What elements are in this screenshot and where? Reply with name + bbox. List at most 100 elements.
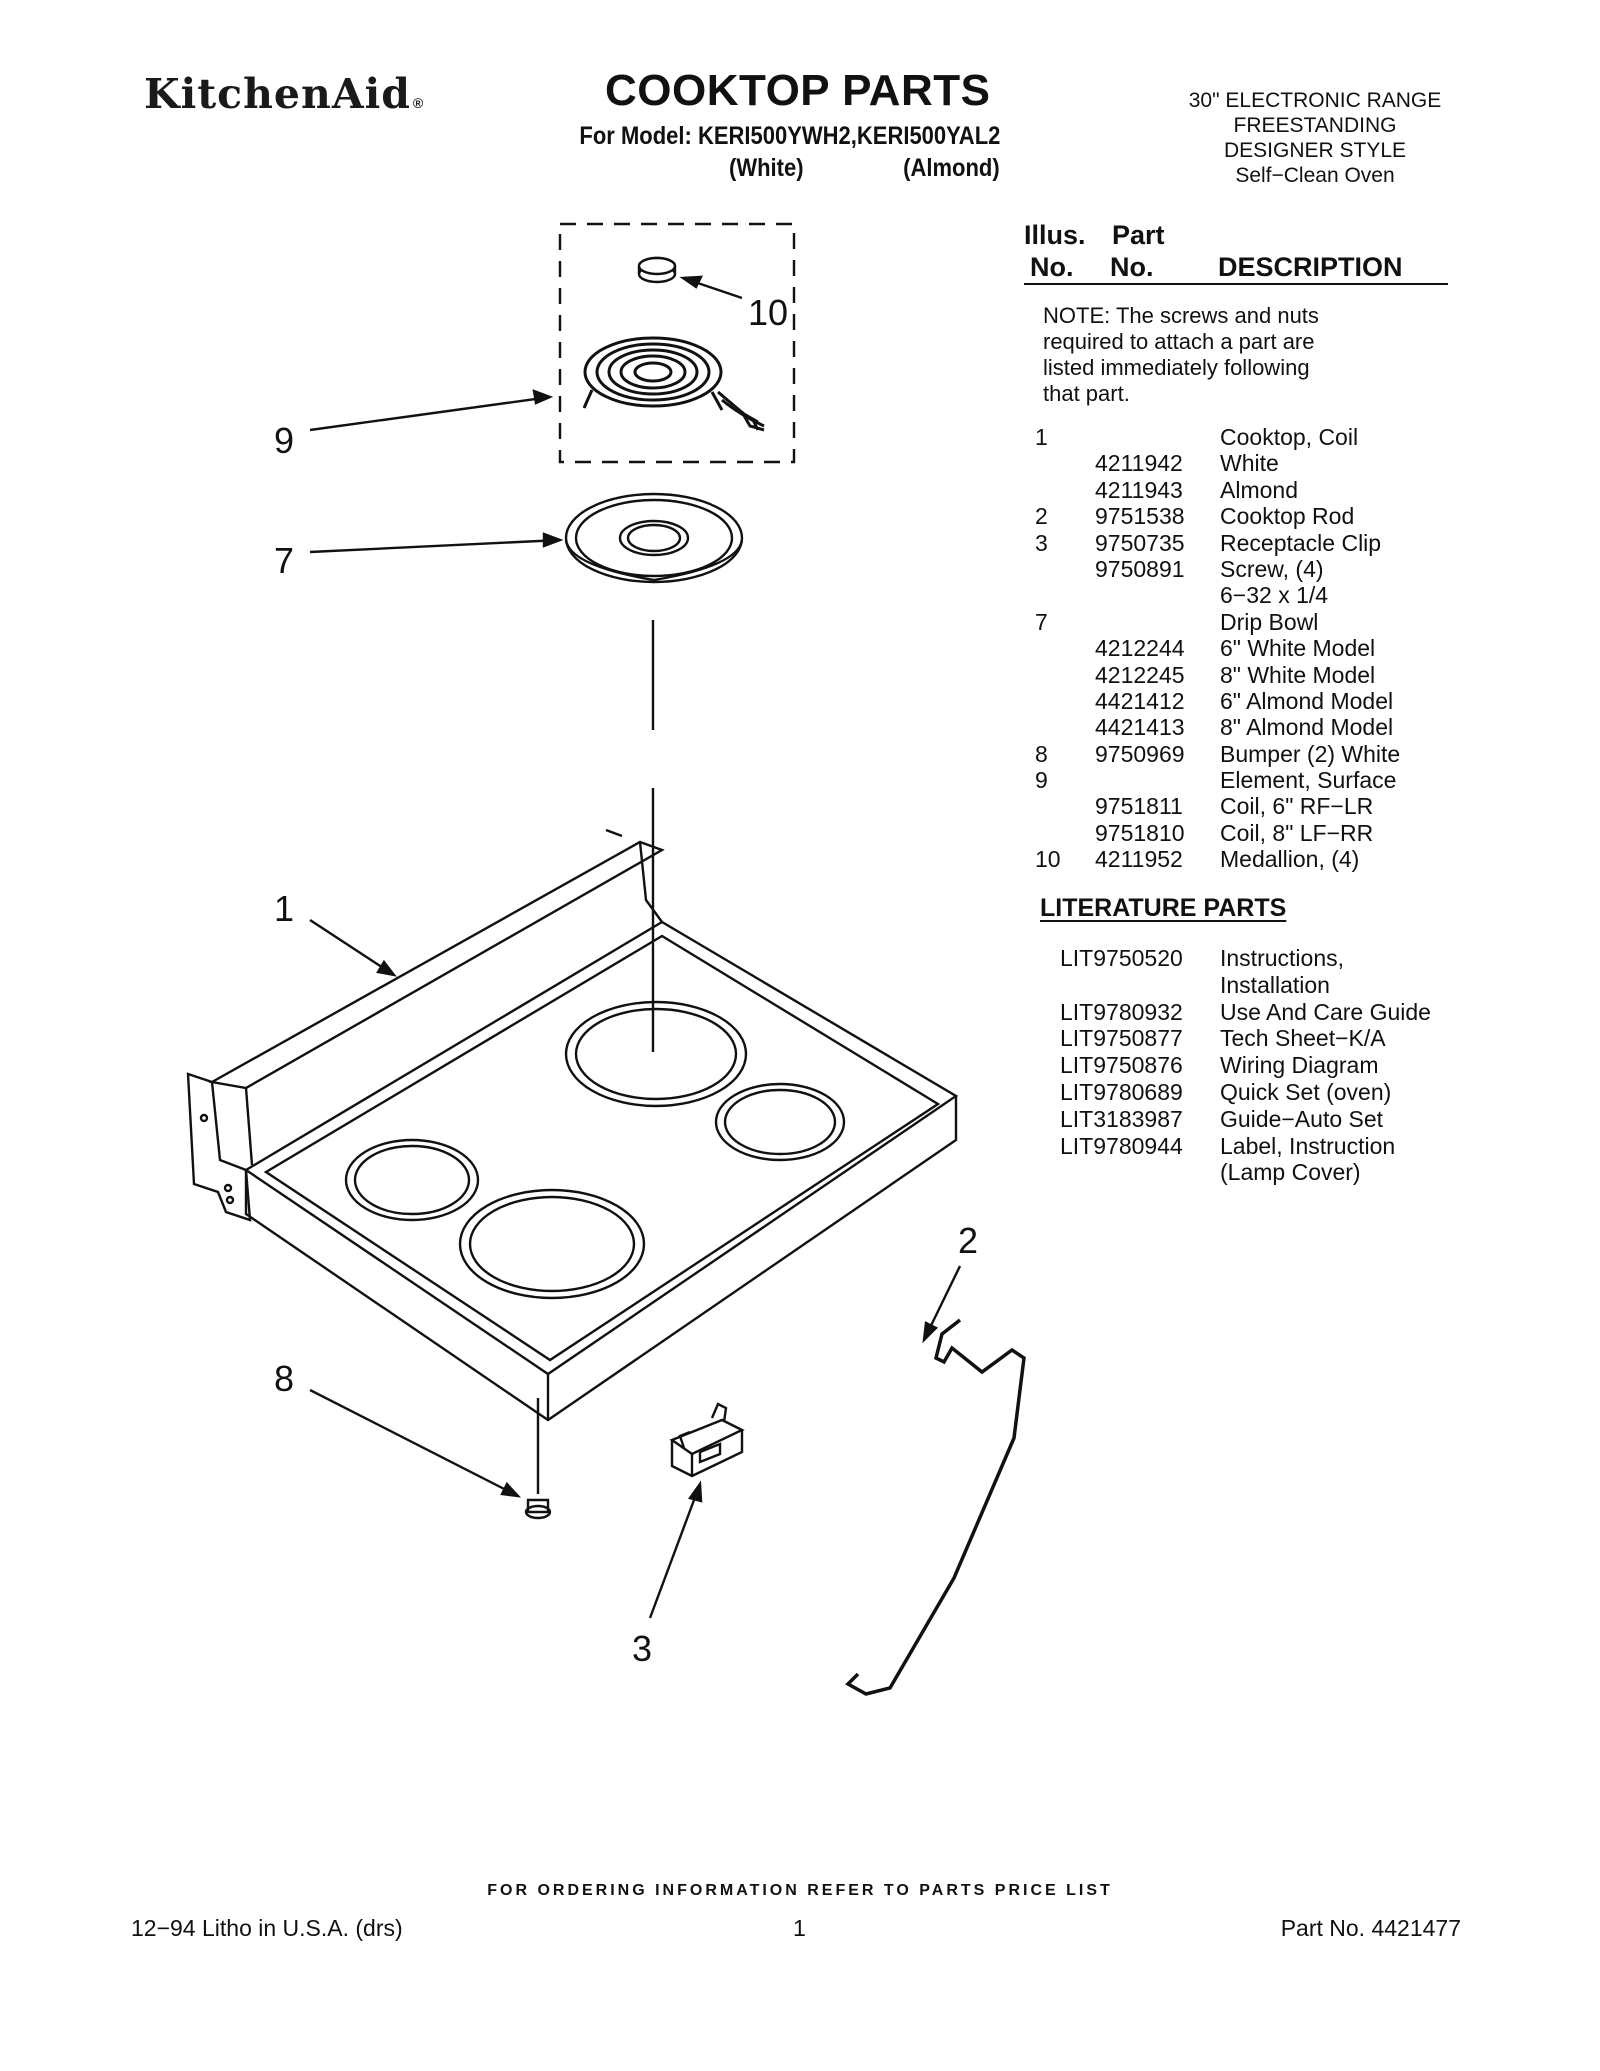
note-line: that part.	[1043, 381, 1130, 406]
lit-part-no: LIT9780689	[1060, 1078, 1183, 1105]
part-desc: 8" White Model	[1220, 661, 1376, 688]
lit-part-no: LIT9750877	[1060, 1025, 1183, 1052]
lit-part-no: LIT9780932	[1060, 998, 1183, 1025]
table-row: 4421412 6" Almond Model	[1035, 688, 1475, 714]
list-item: LIT9780689 Quick Set (oven)	[1060, 1079, 1480, 1106]
illus-no: 3	[1035, 529, 1048, 556]
range-info: 30" ELECTRONIC RANGE FREESTANDING DESIGN…	[1160, 88, 1470, 188]
part-no: 4211942	[1095, 450, 1183, 477]
receptacle-clip-part	[669, 1402, 745, 1478]
part-desc: Screw, (4)	[1220, 555, 1324, 582]
list-item: LIT9750877 Tech Sheet−K/A	[1060, 1025, 1480, 1052]
part-desc: Receptacle Clip	[1220, 529, 1382, 556]
table-row: 1 Cooktop, Coil	[1035, 424, 1475, 450]
callout-8: 8	[274, 1358, 295, 1399]
part-desc: Cooktop, Coil	[1220, 424, 1359, 450]
part-desc: Bumper (2) White	[1220, 740, 1401, 767]
lit-desc: Tech Sheet−K/A	[1220, 1025, 1386, 1052]
lit-part-no: LIT3183987	[1060, 1105, 1183, 1132]
literature-list: LIT9750520 Instructions, Installation LIT…	[1060, 945, 1480, 1186]
part-no: 9750891	[1095, 555, 1185, 582]
range-info-line: 30" ELECTRONIC RANGE	[1188, 89, 1442, 112]
table-row: 4421413 8" Almond Model	[1035, 714, 1475, 740]
callout-10: 10	[748, 292, 789, 333]
part-no: 4211952	[1095, 846, 1183, 873]
lit-desc: Label, Instruction	[1220, 1132, 1396, 1159]
note-line: NOTE: The screws and nuts	[1043, 303, 1319, 328]
part-no: 9750969	[1095, 740, 1185, 767]
lit-desc: Guide−Auto Set	[1220, 1105, 1384, 1132]
lit-desc: Wiring Diagram	[1220, 1052, 1379, 1079]
color-white: (White)	[729, 154, 804, 182]
part-no: 4212244	[1095, 635, 1185, 662]
litho-info: 12−94 Litho in U.S.A. (drs)	[131, 1915, 403, 1941]
header-part-top: Part	[1112, 220, 1165, 250]
ordering-info: FOR ORDERING INFORMATION REFER TO PARTS …	[487, 1882, 1113, 1899]
callout-9: 9	[274, 420, 295, 461]
lit-desc: Quick Set (oven)	[1220, 1078, 1392, 1105]
callout-2: 2	[958, 1220, 979, 1261]
cooktop-part	[186, 828, 959, 1422]
part-desc: Almond	[1220, 476, 1298, 503]
list-item: (Lamp Cover)	[1060, 1159, 1480, 1186]
part-desc: 6−32 x 1/4	[1220, 582, 1329, 609]
lit-part-no: LIT9750876	[1060, 1052, 1183, 1079]
literature-title: LITERATURE PARTS	[1040, 894, 1287, 922]
parts-note: NOTE: The screws and nuts required to at…	[1043, 303, 1383, 407]
part-desc: White	[1220, 450, 1279, 477]
model-line: For Model: KERI500YWH2,KERI500YAL2	[579, 122, 1000, 150]
part-desc: 8" Almond Model	[1220, 714, 1394, 741]
callout-3: 3	[632, 1628, 653, 1669]
note-line: required to attach a part are	[1043, 329, 1315, 354]
list-item: LIT9750876 Wiring Diagram	[1060, 1052, 1480, 1079]
illus-no: 9	[1035, 767, 1048, 794]
lit-desc: Use And Care Guide	[1220, 998, 1431, 1025]
illus-no: 8	[1035, 740, 1048, 767]
note-line: listed immediately following	[1043, 355, 1310, 380]
page-number: 1	[793, 1915, 806, 1941]
header-rule	[1024, 283, 1448, 285]
medallion-part	[637, 256, 677, 284]
part-desc: 6" Almond Model	[1220, 687, 1394, 714]
list-item: LIT9750520 Instructions,	[1060, 945, 1480, 972]
lit-desc: Installation	[1220, 971, 1330, 998]
cooktop-rod-part	[845, 1318, 1026, 1696]
table-row: 7 Drip Bowl	[1035, 609, 1475, 635]
part-no: 4212245	[1095, 661, 1185, 688]
registered-mark: ®	[412, 95, 425, 111]
part-no: 9751538	[1095, 503, 1185, 530]
table-row: 9750891 Screw, (4)	[1035, 556, 1475, 582]
illus-no: 7	[1035, 608, 1048, 635]
table-row: 4212245 8" White Model	[1035, 662, 1475, 688]
document-part-number: Part No. 4421477	[1280, 1915, 1461, 1941]
bumper-part	[524, 1398, 552, 1520]
table-row: 8 9750969 Bumper (2) White	[1035, 741, 1475, 767]
list-item: LIT9780932 Use And Care Guide	[1060, 999, 1480, 1026]
table-row: 4211943 Almond	[1035, 477, 1475, 503]
callout-7: 7	[274, 540, 295, 581]
part-no: 4421412	[1095, 687, 1185, 714]
lit-part-no: LIT9780944	[1060, 1132, 1183, 1159]
lit-desc: Instructions,	[1220, 945, 1344, 971]
header-illus-top: Illus.	[1024, 220, 1086, 250]
part-desc: Drip Bowl	[1220, 608, 1319, 635]
color-almond: (Almond)	[903, 154, 1000, 182]
brand-name: KitchenAid	[144, 70, 411, 118]
list-item: LIT3183987 Guide−Auto Set	[1060, 1106, 1480, 1133]
part-desc: 6" White Model	[1220, 635, 1376, 662]
lit-desc: (Lamp Cover)	[1220, 1159, 1361, 1186]
table-row: 4212244 6" White Model	[1035, 635, 1475, 661]
illus-no: 1	[1035, 424, 1048, 450]
table-row: 6−32 x 1/4	[1035, 582, 1475, 608]
element-detail-box	[558, 222, 796, 464]
part-desc: Cooktop Rod	[1220, 503, 1355, 530]
part-desc: Coil, 8" LF−RR	[1220, 819, 1374, 846]
part-no: 4421413	[1095, 714, 1185, 741]
header-description: DESCRIPTION	[1218, 252, 1403, 282]
lit-part-no: LIT9750520	[1060, 945, 1183, 971]
part-no: 4211943	[1095, 476, 1183, 503]
